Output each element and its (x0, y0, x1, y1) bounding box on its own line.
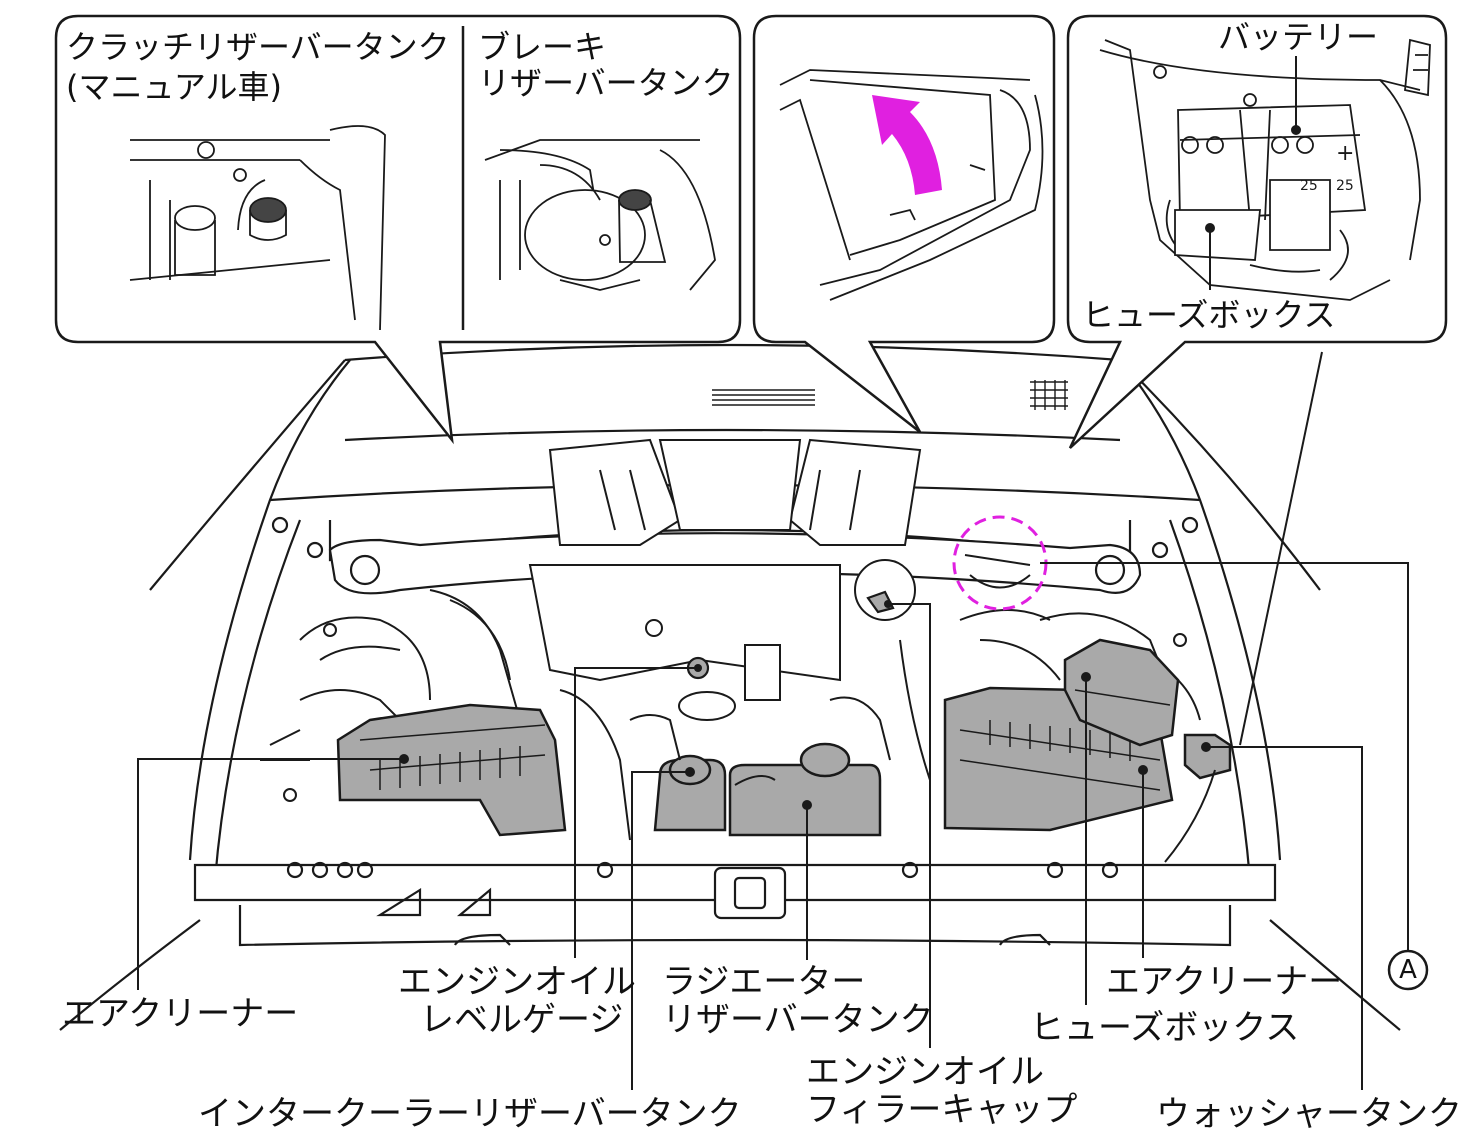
washer-hose (1239, 351, 1323, 746)
intercooler-reservoir-tank (653, 754, 727, 832)
brake-reservoir-title-line2: リザーバータンク (478, 64, 734, 102)
air-cleaner-left-label: エアクリーナー (62, 994, 299, 1034)
intercooler-tank-label: インタークーラーリザーバータンク (198, 1094, 742, 1134)
radiator-reservoir-label-line1: ラジエーター (662, 962, 866, 1002)
oil-gauge-label-line2: レベルゲージ (420, 1000, 624, 1040)
center-components (629, 644, 891, 761)
oil-filler-cap-label-line1: エンジンオイル (806, 1052, 1044, 1092)
battery-label: バッテリー (1218, 18, 1379, 56)
radiator-support (193, 861, 1277, 947)
radiator-reservoir-tank (728, 742, 882, 837)
callout-box-battery: + 25 25 (1066, 14, 1448, 449)
leader-lines (137, 56, 1409, 1090)
fuse-box-right (1063, 638, 1180, 747)
fuse-box-callout-label: ヒューズボックス (1082, 296, 1336, 334)
oil-filler-cap (866, 590, 895, 614)
callout-box-cover (752, 14, 1056, 433)
clutch-manual-note: (マニュアル車) (66, 68, 283, 106)
radiator-reservoir-label-line2: リザーバータンク (662, 1000, 934, 1040)
svg-text:+: + (1336, 141, 1354, 166)
marker-a-label: A (1399, 955, 1417, 985)
washer-tank-cap (1164, 733, 1232, 863)
oil-gauge-label-line1: エンジンオイル (398, 962, 636, 1002)
air-cleaner-left (336, 703, 567, 837)
callout-box-clutch-brake (54, 14, 742, 445)
washer-tank-label: ウォッシャータンク (1156, 1094, 1462, 1134)
cowl-vents (712, 380, 1068, 410)
svg-text:25: 25 (1300, 178, 1318, 194)
oil-filler-cap-label-line2: フィラーキャップ (806, 1090, 1078, 1130)
marker-a-circle (1387, 949, 1429, 991)
left-hoses (260, 589, 631, 841)
air-cleaner-right-label: エアクリーナー (1106, 962, 1343, 1002)
fuse-box-right-label: ヒューズボックス (1030, 1008, 1300, 1048)
open-arrow-icon (872, 95, 942, 195)
clutch-reservoir-title: クラッチリザーバータンク (66, 28, 450, 66)
brake-reservoir-title-line1: ブレーキ (478, 28, 607, 66)
svg-text:25: 25 (1336, 178, 1354, 194)
